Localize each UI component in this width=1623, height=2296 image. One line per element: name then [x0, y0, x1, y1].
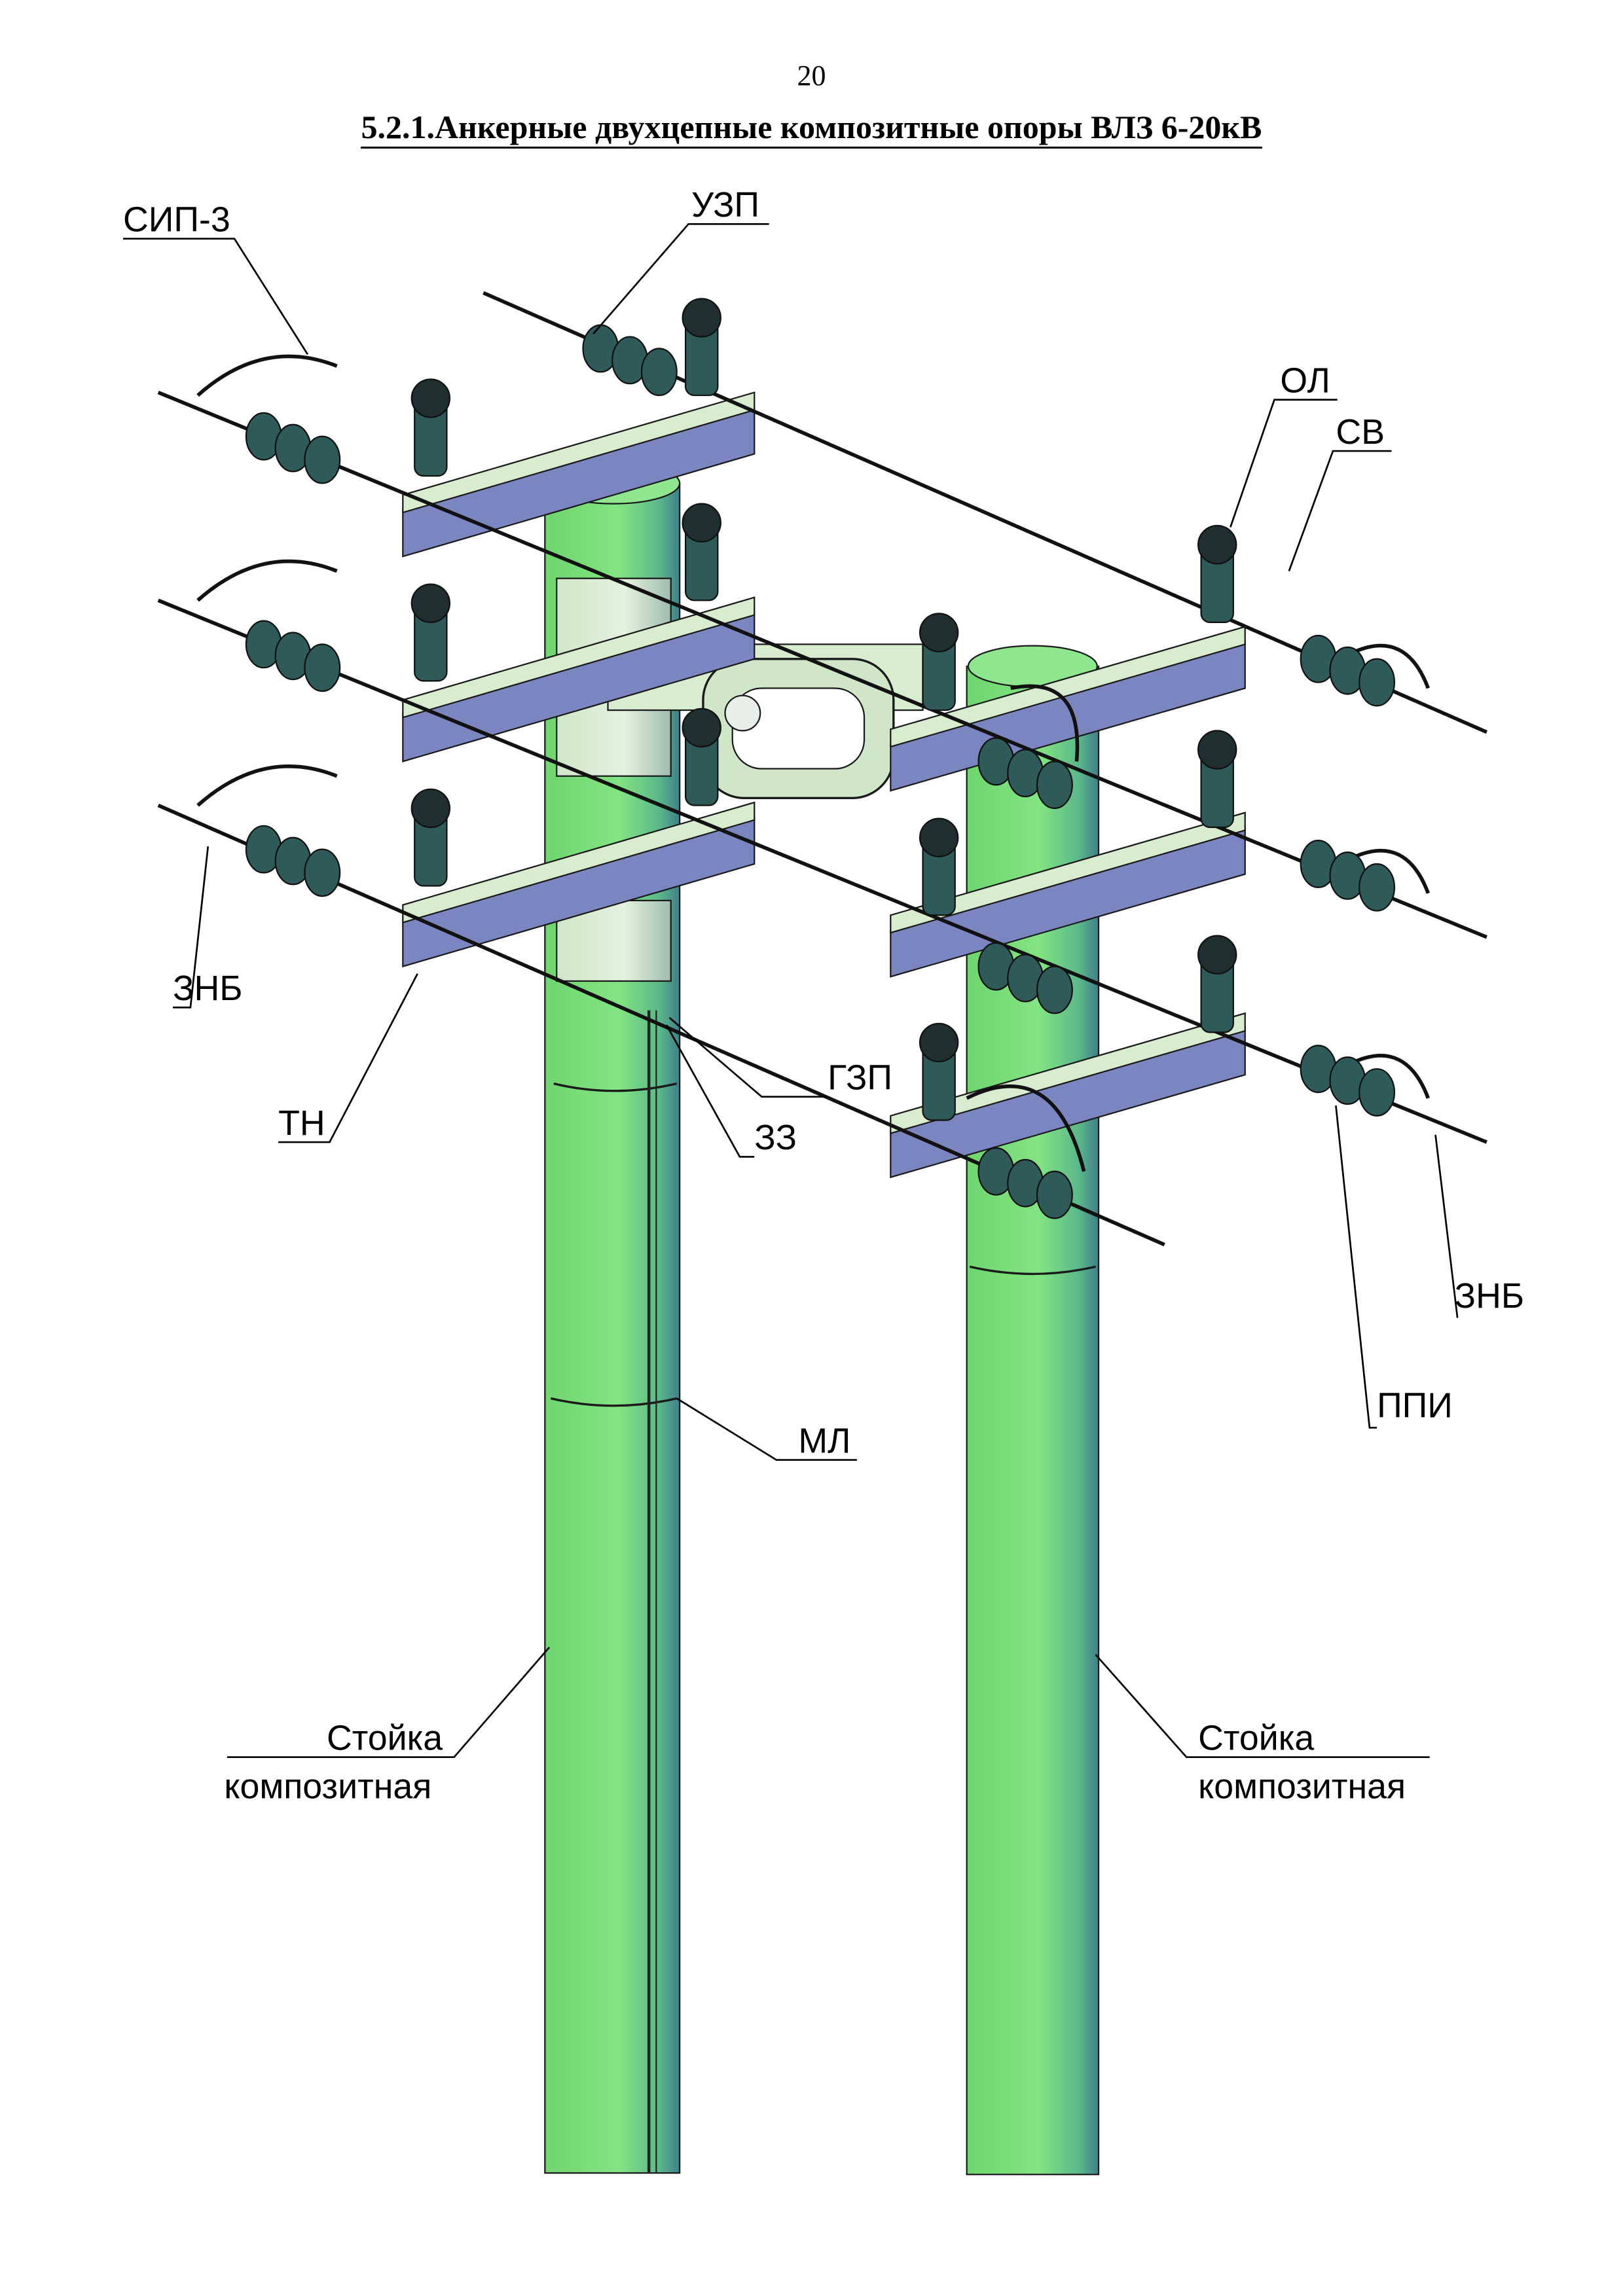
label-gzp: ГЗП: [828, 1058, 892, 1098]
label-sv: СВ: [1336, 412, 1385, 452]
label-sip3: СИП-3: [123, 200, 230, 239]
label-stand-left-2: композитная: [224, 1767, 431, 1806]
left-crossarms: [402, 391, 756, 968]
label-ppi: ППИ: [1377, 1386, 1453, 1426]
label-ol: ОЛ: [1280, 361, 1330, 401]
label-uzp: УЗП: [691, 185, 759, 224]
label-zz: ЗЗ: [754, 1118, 797, 1157]
suspension-insulator-strings: [245, 324, 1396, 1219]
label-ml: МЛ: [798, 1421, 850, 1460]
left-pole: [544, 461, 681, 2174]
section-title-text: 5.2.1.Анкерные двухцепные композитные оп…: [361, 109, 1262, 149]
leader-lines: [122, 223, 1459, 1759]
label-tn: ТН: [278, 1103, 325, 1143]
label-znb-left: ЗНБ: [173, 969, 242, 1008]
label-stand-left-1: Стойка: [327, 1719, 443, 1758]
section-title: 5.2.1.Анкерные двухцепные композитные оп…: [0, 108, 1623, 149]
label-znb-right: ЗНБ: [1455, 1276, 1524, 1316]
label-stand-right-1: Стойка: [1198, 1719, 1314, 1758]
label-stand-right-2: композитная: [1198, 1767, 1406, 1806]
right-crossarms: [890, 626, 1246, 1179]
page-number: 20: [797, 60, 826, 92]
pin-insulators: [410, 298, 1237, 1121]
callout-labels: СИП-3 УЗП ОЛ СВ ЗНБ ТН ГЗП ЗЗ МЛ ЗНБ ППИ…: [123, 185, 1524, 1806]
